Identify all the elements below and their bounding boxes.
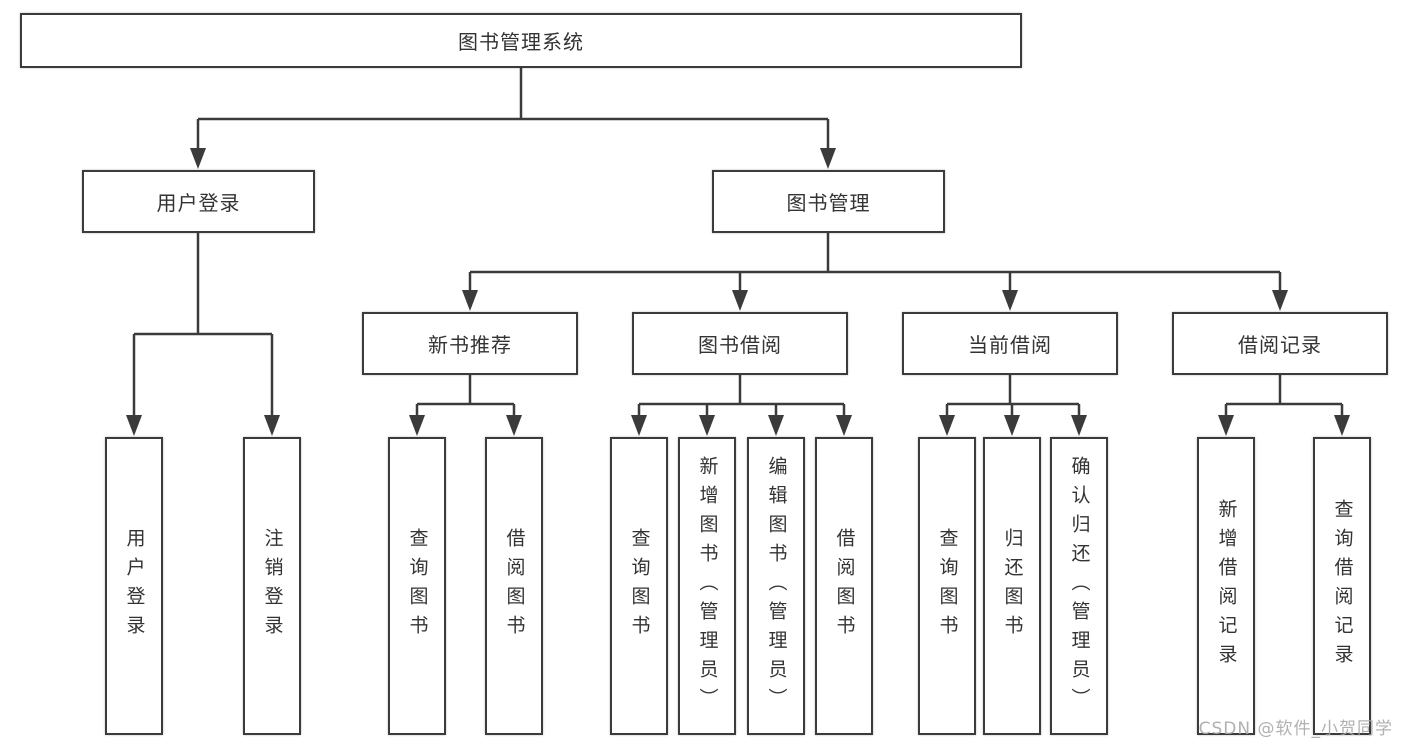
node-label: 借阅图书 bbox=[503, 528, 526, 644]
node-label: 确认归还（管理员） bbox=[1068, 455, 1091, 717]
node-label: 查询图书 bbox=[628, 528, 651, 644]
node-query-books-borrow: 查询图书 bbox=[610, 437, 668, 735]
node-library-management-system: 图书管理系统 bbox=[20, 13, 1022, 68]
node-return-books: 归还图书 bbox=[983, 437, 1041, 735]
node-book-borrow: 图书借阅 bbox=[632, 312, 848, 375]
node-borrow-books: 借阅图书 bbox=[815, 437, 873, 735]
node-label: 注销登录 bbox=[261, 528, 284, 644]
node-book-management-branch: 图书管理 bbox=[712, 170, 945, 233]
node-label: 归还图书 bbox=[1001, 528, 1024, 644]
node-label: 编辑图书（管理员） bbox=[765, 455, 788, 717]
node-borrow-records: 借阅记录 bbox=[1172, 312, 1388, 375]
node-add-books-admin: 新增图书（管理员） bbox=[678, 437, 736, 735]
node-label: 查询图书 bbox=[936, 528, 959, 644]
node-label: 图书管理 bbox=[786, 191, 871, 215]
node-label: 图书借阅 bbox=[698, 333, 782, 357]
node-user-login: 用户登录 bbox=[105, 437, 163, 735]
node-label: 图书管理系统 bbox=[458, 30, 584, 54]
node-new-book-recommend: 新书推荐 bbox=[362, 312, 578, 375]
node-logout: 注销登录 bbox=[243, 437, 301, 735]
node-label: 当前借阅 bbox=[968, 333, 1052, 357]
node-label: 借阅记录 bbox=[1238, 333, 1322, 357]
node-query-borrow-record: 查询借阅记录 bbox=[1313, 437, 1371, 735]
node-user-login-branch: 用户登录 bbox=[82, 170, 315, 233]
node-borrow-books-recommend: 借阅图书 bbox=[485, 437, 543, 735]
node-label: 用户登录 bbox=[123, 528, 146, 644]
csdn-watermark: CSDN @软件_小贺同学 bbox=[1198, 719, 1393, 739]
node-label: 新书推荐 bbox=[428, 333, 512, 357]
node-edit-books-admin: 编辑图书（管理员） bbox=[747, 437, 805, 735]
node-label: 查询图书 bbox=[406, 528, 429, 644]
node-query-books-current: 查询图书 bbox=[918, 437, 976, 735]
node-label: 查询借阅记录 bbox=[1331, 499, 1354, 673]
node-add-borrow-record: 新增借阅记录 bbox=[1197, 437, 1255, 735]
arrowheads bbox=[126, 148, 1350, 436]
node-label: 新增借阅记录 bbox=[1215, 499, 1238, 673]
node-current-borrow: 当前借阅 bbox=[902, 312, 1118, 375]
node-confirm-return-admin: 确认归还（管理员） bbox=[1050, 437, 1108, 735]
node-label: 借阅图书 bbox=[833, 528, 856, 644]
node-label: 用户登录 bbox=[156, 191, 241, 215]
node-label: 新增图书（管理员） bbox=[696, 455, 719, 717]
node-query-books-recommend: 查询图书 bbox=[388, 437, 446, 735]
